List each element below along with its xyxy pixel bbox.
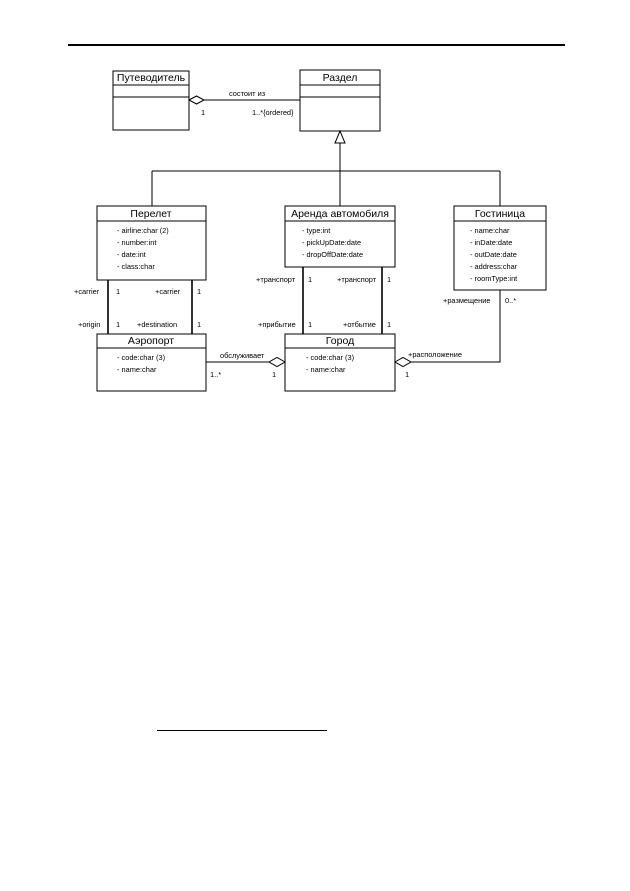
class-city-attr: - name:char [306, 365, 346, 374]
class-car-rental-attr: - type:int [302, 226, 330, 235]
caption-underline [157, 730, 327, 731]
label-carrier-right: +carrier [155, 287, 181, 296]
mult-location: 1 [405, 370, 409, 379]
label-arrival: +прибытие [258, 320, 296, 329]
class-section: Раздел [299, 69, 381, 132]
class-section-box [299, 69, 381, 132]
class-hotel-attr: - inDate:date [470, 238, 512, 247]
mult-guide: 1 [201, 108, 205, 117]
label-destination: +destination [137, 320, 177, 329]
aggregation-diamond-city-hotel [393, 356, 413, 368]
class-hotel-attr: - name:char [470, 226, 510, 235]
association-serves: обслуживает 1..* 1 [206, 351, 287, 379]
mult-carrier-left: 1 [116, 287, 120, 296]
mult-transport-right: 1 [387, 275, 391, 284]
class-city-box [284, 333, 396, 392]
class-hotel: Гостиница - name:char - inDate:date - ou… [453, 205, 547, 291]
mult-section: 1..*{ordered} [252, 108, 294, 117]
class-airport-name: Аэропорт [128, 335, 174, 347]
class-car-rental: Аренда автомобиля - type:int - pickUpDat… [284, 205, 396, 268]
class-hotel-box [453, 205, 547, 291]
class-section-name: Раздел [323, 72, 358, 84]
generalization-tree [151, 129, 501, 206]
label-consists-of: состоит из [229, 89, 266, 98]
class-car-rental-box [284, 205, 396, 268]
label-origin: +origin [78, 320, 100, 329]
mult-arrival: 1 [308, 320, 312, 329]
class-car-rental-attr: - pickUpDate:date [302, 238, 361, 247]
class-guide: Путеводитель [112, 70, 190, 131]
class-hotel-attr: - address:char [470, 262, 518, 271]
aggregation-diamond-city-airport [267, 356, 287, 368]
class-flight-attr: - date:int [117, 250, 146, 259]
association-car-city: +транспорт 1 +транспорт 1 +прибытие 1 +о… [256, 267, 391, 334]
class-city-name: Город [326, 335, 354, 347]
mult-serves-city: 1 [272, 370, 276, 379]
class-flight: Перелет - airline:char (2) - number:int … [96, 205, 207, 281]
mult-serves-airport: 1..* [210, 370, 221, 379]
class-flight-attr: - number:int [117, 238, 156, 247]
class-flight-attr: - airline:char (2) [117, 226, 169, 235]
class-airport-box [96, 333, 207, 392]
association-flight-airport: +carrier 1 +carrier 1 +origin 1 +destina… [74, 280, 201, 334]
label-carrier-left: +carrier [74, 287, 100, 296]
association-hotel-city: +размещение 0..* +расположение 1 [393, 290, 516, 379]
class-flight-box [96, 205, 207, 281]
mult-origin: 1 [116, 320, 120, 329]
mult-destination: 1 [197, 320, 201, 329]
class-guide-name: Путеводитель [117, 72, 186, 84]
aggregation-diamond-guide [187, 95, 206, 105]
class-hotel-name: Гостиница [475, 208, 525, 220]
label-serves: обслуживает [220, 351, 265, 360]
class-city-attr: - code:char (3) [306, 353, 354, 362]
label-departure: +отбытие [343, 320, 376, 329]
mult-transport-left: 1 [308, 275, 312, 284]
class-car-rental-attr: - dropOffDate:date [302, 250, 363, 259]
class-hotel-attr: - roomType:int [470, 274, 517, 283]
mult-lodging: 0..* [505, 296, 516, 305]
label-lodging: +размещение [443, 296, 490, 305]
mult-carrier-right: 1 [197, 287, 201, 296]
association-consists-of: состоит из 1 1..*{ordered} [187, 89, 300, 117]
class-airport-attr: - code:char (3) [117, 353, 165, 362]
label-location: +расположение [408, 350, 462, 359]
class-flight-name: Перелет [130, 208, 171, 220]
label-transport-right: +транспорт [337, 275, 377, 284]
class-hotel-attr: - outDate:date [470, 250, 517, 259]
class-city: Город - code:char (3) - name:char [284, 333, 396, 392]
mult-departure: 1 [387, 320, 391, 329]
page-header-rule [68, 44, 565, 46]
association-hotel-city-line [411, 290, 501, 363]
class-flight-attr: - class:char [117, 262, 155, 271]
class-airport-attr: - name:char [117, 365, 157, 374]
class-guide-box [112, 70, 190, 131]
class-car-rental-name: Аренда автомобиля [291, 208, 389, 220]
generalization-arrowhead [334, 129, 346, 144]
class-airport: Аэропорт - code:char (3) - name:char [96, 333, 207, 392]
label-transport-left: +транспорт [256, 275, 296, 284]
